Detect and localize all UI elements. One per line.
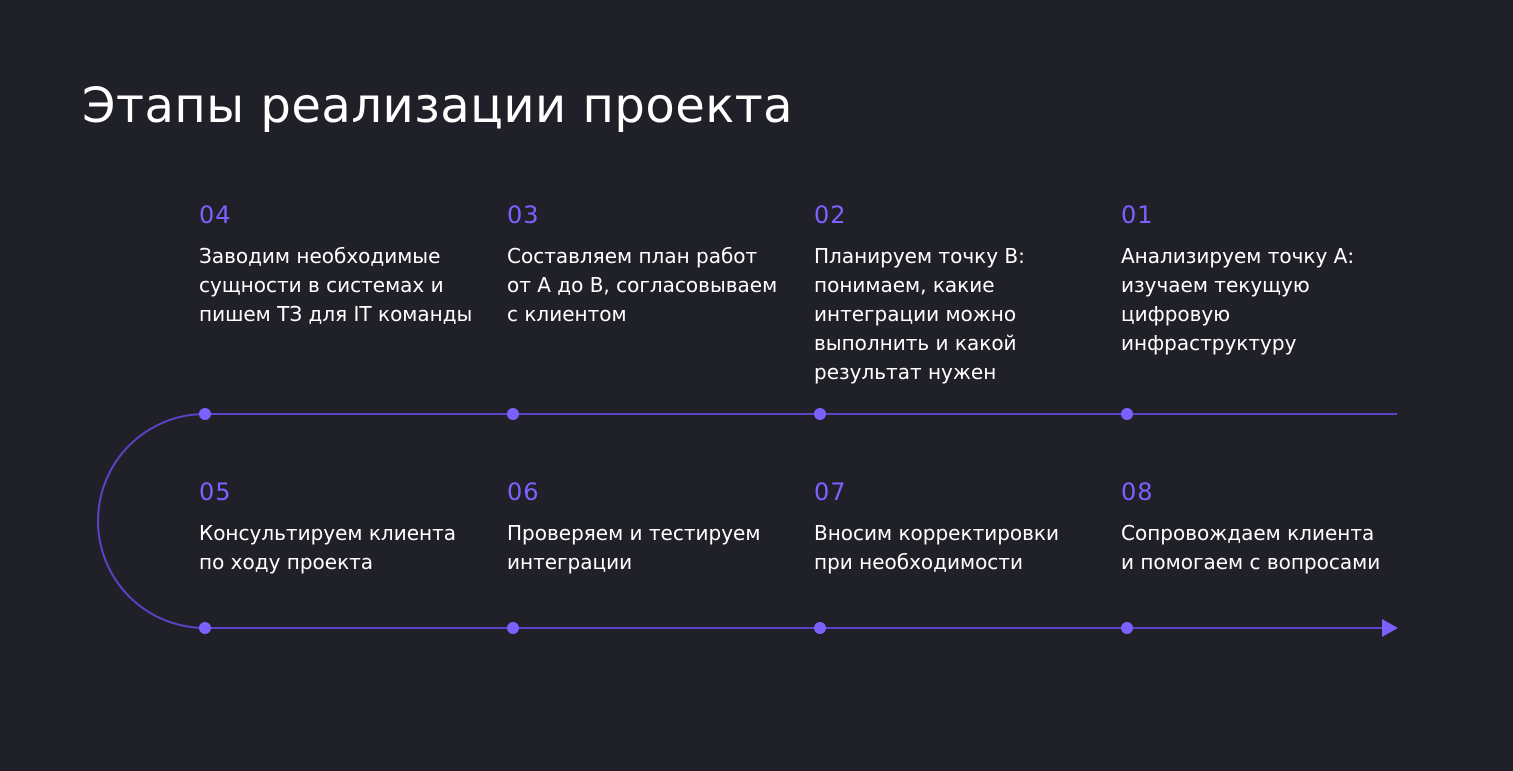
step-04: 04 Заводим необходимые сущности в систем… bbox=[199, 200, 489, 329]
page-title: Этапы реализации проекта bbox=[82, 78, 794, 134]
step-06: 06 Проверяем и тестируем интеграции bbox=[507, 477, 797, 577]
timeline-dot-06 bbox=[507, 622, 519, 634]
step-number: 04 bbox=[199, 201, 232, 229]
step-number: 06 bbox=[507, 478, 540, 506]
timeline-dot-02 bbox=[814, 408, 826, 420]
step-number: 02 bbox=[814, 201, 847, 229]
step-08: 08 Сопровождаем клиента и помогаем с воп… bbox=[1121, 477, 1411, 577]
step-description: Вносим корректировки при необходимости bbox=[814, 521, 1060, 574]
timeline-dot-07 bbox=[814, 622, 826, 634]
step-number: 01 bbox=[1121, 201, 1154, 229]
step-description: Консультируем клиента по ходу проекта bbox=[199, 521, 456, 574]
timeline-dot-01 bbox=[1121, 408, 1133, 420]
step-number: 05 bbox=[199, 478, 232, 506]
timeline-dot-04 bbox=[199, 408, 211, 420]
step-number: 03 bbox=[507, 201, 540, 229]
step-description: Проверяем и тестируем интеграции bbox=[507, 521, 761, 574]
step-description: Анализируем точку А: изучаем текущую циф… bbox=[1121, 244, 1355, 355]
step-description: Составляем план работ от А до В, согласо… bbox=[507, 244, 778, 326]
arrow-head-icon bbox=[1382, 619, 1398, 637]
step-01: 01 Анализируем точку А: изучаем текущую … bbox=[1121, 200, 1411, 358]
step-description: Заводим необходимые сущности в системах … bbox=[199, 244, 473, 326]
timeline-dot-08 bbox=[1121, 622, 1133, 634]
step-03: 03 Составляем план работ от А до В, согл… bbox=[507, 200, 797, 329]
step-description: Планируем точку В: понимаем, какие интег… bbox=[814, 244, 1025, 384]
step-02: 02 Планируем точку В: понимаем, какие ин… bbox=[814, 200, 1104, 387]
timeline-dot-05 bbox=[199, 622, 211, 634]
step-07: 07 Вносим корректировки при необходимост… bbox=[814, 477, 1104, 577]
step-05: 05 Консультируем клиента по ходу проекта bbox=[199, 477, 489, 577]
step-description: Сопровождаем клиента и помогаем с вопрос… bbox=[1121, 521, 1381, 574]
timeline-dot-03 bbox=[507, 408, 519, 420]
step-number: 07 bbox=[814, 478, 847, 506]
timeline-line bbox=[97, 413, 1397, 629]
step-number: 08 bbox=[1121, 478, 1154, 506]
